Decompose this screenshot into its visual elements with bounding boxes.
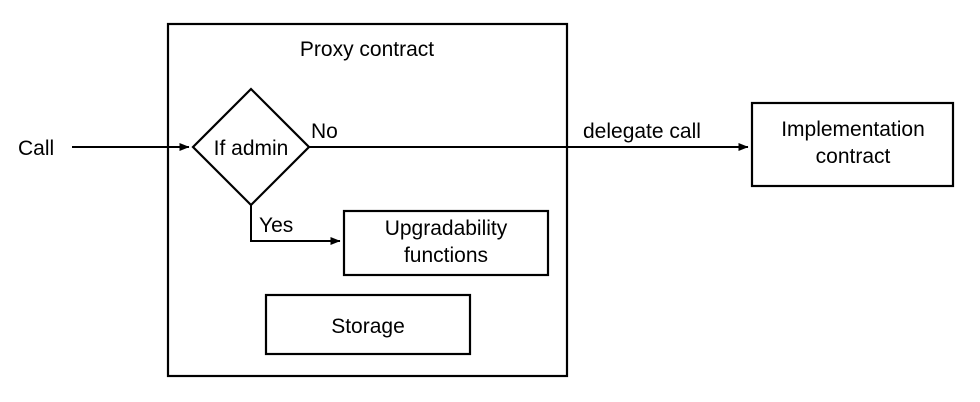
proxy-contract-title: Proxy contract [300, 38, 434, 61]
upgradability-functions-box[interactable] [342, 209, 550, 277]
no-edge-label: No [311, 120, 338, 143]
implementation-contract-label-line2: contract [816, 145, 891, 168]
implementation-contract-box[interactable] [750, 101, 955, 188]
if-admin-label: If admin [214, 137, 289, 160]
yes-branch-arrow [250, 205, 341, 245]
upgradability-functions-label-line2: functions [404, 244, 488, 267]
implementation-contract-label-line1: Implementation [781, 118, 925, 141]
storage-box[interactable] [264, 293, 472, 356]
upgradability-functions-label-line1: Upgradability [385, 217, 508, 240]
call-edge-label: Call [18, 137, 54, 160]
delegate-call-edge-label: delegate call [583, 120, 701, 143]
yes-edge-label: Yes [259, 214, 293, 237]
storage-label: Storage [331, 315, 405, 338]
